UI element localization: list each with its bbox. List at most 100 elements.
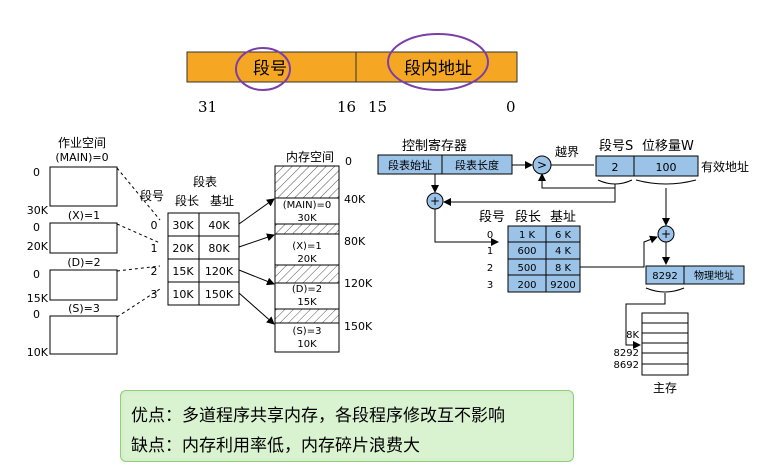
svg-text:段号: 段号 xyxy=(479,210,505,225)
svg-text:有效地址: 有效地址 xyxy=(701,159,749,174)
svg-text:>: > xyxy=(537,158,547,172)
segment-table-left: 段表 段号 段长 基址 0 30K 40K 1 20K 80K 2 15K 12… xyxy=(140,174,240,306)
svg-text:15K: 15K xyxy=(172,265,194,278)
svg-text:30K: 30K xyxy=(297,213,317,224)
job-to-table-links xyxy=(116,167,161,318)
job-segment-box xyxy=(49,269,118,301)
svg-text:位移量W: 位移量W xyxy=(642,139,694,154)
svg-text:1: 1 xyxy=(487,246,493,257)
bit-label: 31 xyxy=(198,98,217,116)
svg-text:20K: 20K xyxy=(297,254,317,265)
svg-text:120K: 120K xyxy=(205,265,234,278)
svg-text:80K: 80K xyxy=(208,242,230,255)
memory-title: 内存空间 xyxy=(286,150,334,164)
svg-text:8292: 8292 xyxy=(652,271,677,282)
svg-text:100: 100 xyxy=(656,161,677,174)
job-space: 作业空间 (MAIN)=0 0 30K (X)=1 0 20K (D)=2 0 … xyxy=(27,136,118,359)
logical-w xyxy=(633,155,699,177)
svg-text:120K: 120K xyxy=(344,277,373,290)
address-format: 段号 段内地址 31 16 15 0 xyxy=(186,33,518,116)
seg-table-title: 段表 xyxy=(193,174,217,189)
svg-text:8292: 8292 xyxy=(614,348,639,359)
svg-text:1: 1 xyxy=(151,242,158,255)
svg-text:+: + xyxy=(661,227,671,241)
control-register-label: 控制寄存器 xyxy=(402,138,467,154)
memory-space: 内存空间 0 (MAIN)=0 30K 40K (X)=1 20K 80K (D… xyxy=(274,150,373,353)
svg-text:(X)=1: (X)=1 xyxy=(292,241,321,252)
svg-text:40K: 40K xyxy=(344,193,366,206)
address-translation: 控制寄存器 段表始址 段表长度 > 越界 段号S 位移量W 2 100 有效地址… xyxy=(377,138,749,395)
svg-text:2: 2 xyxy=(151,265,158,278)
offset-field-label: 段内地址 xyxy=(404,59,472,79)
job-segment-box xyxy=(49,166,118,207)
svg-text:0: 0 xyxy=(345,155,352,168)
svg-text:0: 0 xyxy=(151,219,158,232)
svg-text:20K: 20K xyxy=(172,242,194,255)
job-segment-box xyxy=(49,222,118,254)
svg-text:10K: 10K xyxy=(297,339,317,350)
svg-text:段号: 段号 xyxy=(140,188,164,203)
svg-text:15K: 15K xyxy=(27,292,49,305)
main-memory xyxy=(641,312,689,376)
svg-text:4 K: 4 K xyxy=(555,246,572,257)
overflow-label: 越界 xyxy=(555,145,579,159)
svg-text:0: 0 xyxy=(33,166,40,179)
segment-field-label: 段号 xyxy=(253,59,287,79)
bit-label: 16 xyxy=(337,98,356,116)
main-label: (MAIN)=0 xyxy=(55,151,108,164)
svg-text:0: 0 xyxy=(33,268,40,281)
pros-cons-box: 优点：多道程序共享内存，各段程序修改互不影响 缺点：内存利用率低，内存碎片浪费大 xyxy=(120,390,574,462)
svg-text:0: 0 xyxy=(33,308,40,321)
svg-text:(D)=2: (D)=2 xyxy=(292,284,322,295)
svg-text:物理地址: 物理地址 xyxy=(694,269,734,282)
svg-text:150K: 150K xyxy=(205,288,234,301)
svg-text:20K: 20K xyxy=(27,240,49,253)
svg-text:3: 3 xyxy=(151,288,158,301)
svg-text:3: 3 xyxy=(487,280,493,291)
svg-text:8 K: 8 K xyxy=(555,263,572,274)
svg-text:1 K: 1 K xyxy=(519,230,536,241)
svg-text:段表始址: 段表始址 xyxy=(388,158,432,172)
advantage-text: 优点：多道程序共享内存，各段程序修改互不影响 xyxy=(131,406,505,426)
svg-text:200: 200 xyxy=(517,280,536,291)
bit-label: 0 xyxy=(506,98,516,116)
svg-text:80K: 80K xyxy=(344,235,366,248)
disadvantage-text: 缺点：内存利用率低，内存碎片浪费大 xyxy=(131,436,420,456)
svg-text:(S)=3: (S)=3 xyxy=(293,326,322,337)
svg-text:段长: 段长 xyxy=(175,193,199,208)
svg-text:30K: 30K xyxy=(172,219,194,232)
svg-text:段表长度: 段表长度 xyxy=(455,158,499,172)
svg-text:30K: 30K xyxy=(27,204,49,217)
svg-text:8K: 8K xyxy=(626,330,639,341)
svg-text:6 K: 6 K xyxy=(555,230,572,241)
svg-text:段号S: 段号S xyxy=(599,139,633,154)
annotation-circle xyxy=(235,47,291,91)
job-segment-box xyxy=(49,315,118,355)
svg-text:9200: 9200 xyxy=(550,280,575,291)
svg-text:0: 0 xyxy=(33,221,40,234)
svg-text:15K: 15K xyxy=(297,297,317,308)
svg-text:10K: 10K xyxy=(27,346,49,359)
svg-text:主存: 主存 xyxy=(653,381,677,395)
svg-text:500: 500 xyxy=(517,263,536,274)
svg-text:(X)=1: (X)=1 xyxy=(68,209,100,222)
svg-text:0: 0 xyxy=(487,230,493,241)
svg-text:600: 600 xyxy=(517,246,536,257)
svg-text:2: 2 xyxy=(487,263,493,274)
svg-text:150K: 150K xyxy=(344,320,373,333)
svg-text:40K: 40K xyxy=(208,219,230,232)
svg-text:(MAIN)=0: (MAIN)=0 xyxy=(283,200,331,211)
svg-text:段长: 段长 xyxy=(515,210,541,225)
job-space-title: 作业空间 xyxy=(58,136,106,150)
annotation-circle xyxy=(387,33,489,91)
svg-text:(S)=3: (S)=3 xyxy=(68,302,100,315)
table-to-memory-links xyxy=(238,198,275,325)
svg-text:基址: 基址 xyxy=(210,194,234,208)
svg-text:2: 2 xyxy=(612,161,619,174)
svg-text:(D)=2: (D)=2 xyxy=(67,256,100,269)
svg-text:8692: 8692 xyxy=(614,360,639,371)
svg-text:10K: 10K xyxy=(172,288,194,301)
bit-label: 15 xyxy=(368,98,387,116)
svg-text:基址: 基址 xyxy=(550,210,576,225)
